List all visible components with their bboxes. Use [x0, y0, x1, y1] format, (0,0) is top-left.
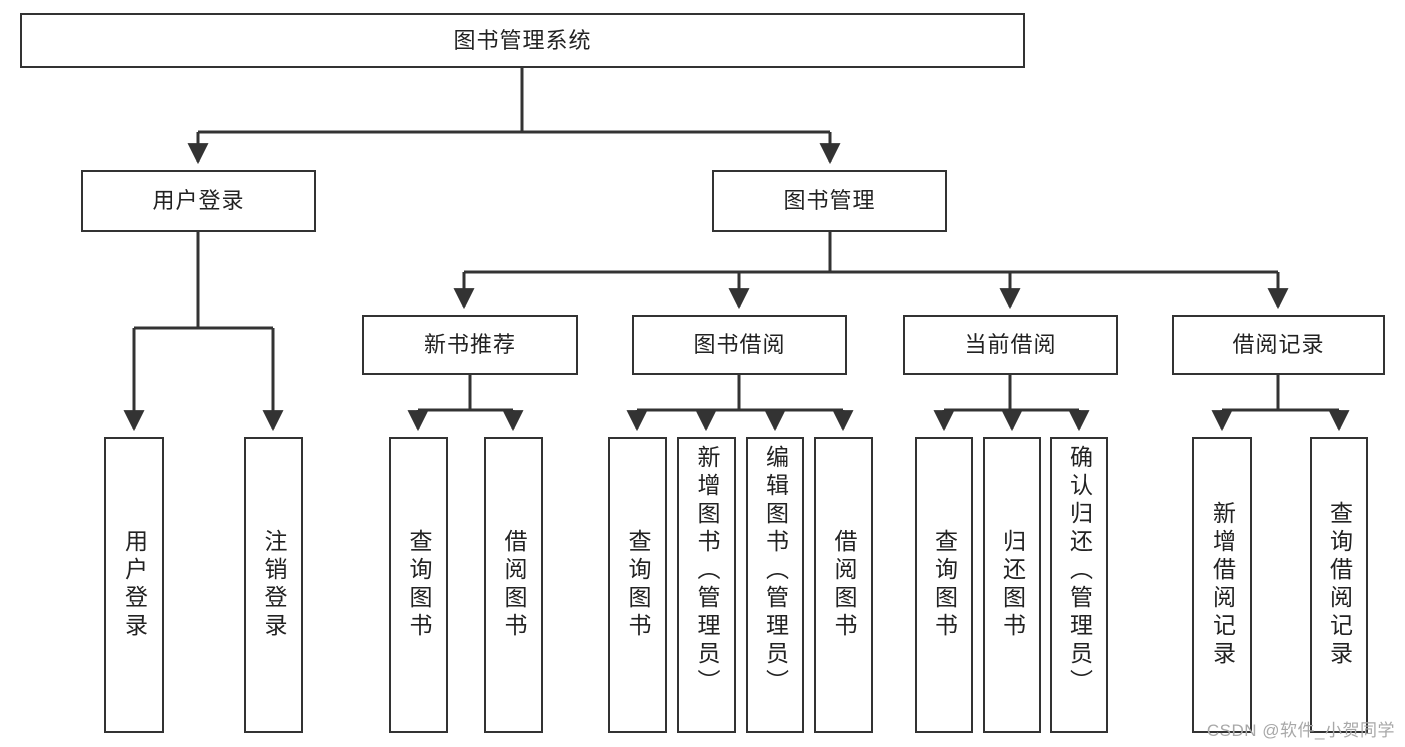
node-label: 查询图书: [406, 529, 432, 641]
node-label: 用户登录: [121, 529, 148, 641]
node-label: 编辑图书（管理员）: [762, 445, 789, 697]
node-leaf-return-book[interactable]: 归还图书: [983, 437, 1041, 733]
node-new-book-recommend[interactable]: 新书推荐: [362, 315, 578, 375]
node-book-management[interactable]: 图书管理: [712, 170, 947, 232]
node-leaf-logout[interactable]: 注销登录: [244, 437, 303, 733]
node-leaf-query-book-3[interactable]: 查询图书: [915, 437, 973, 733]
node-leaf-borrow-book-1[interactable]: 借阅图书: [484, 437, 543, 733]
node-borrow-record[interactable]: 借阅记录: [1172, 315, 1385, 375]
node-book-management-system[interactable]: 图书管理系统: [20, 13, 1025, 68]
node-label: 新书推荐: [423, 332, 516, 358]
node-leaf-confirm-return-admin[interactable]: 确认归还（管理员）: [1050, 437, 1108, 733]
node-label: 归还图书: [999, 529, 1026, 641]
node-label: 确认归还（管理员）: [1066, 445, 1093, 697]
node-label: 新增图书（管理员）: [694, 445, 720, 697]
node-label: 图书借阅: [693, 332, 786, 358]
node-leaf-query-book-1[interactable]: 查询图书: [389, 437, 448, 733]
node-label: 注销登录: [261, 529, 287, 641]
watermark: CSDN @软件_小贺同学: [1206, 721, 1395, 740]
node-label: 查询图书: [625, 529, 651, 641]
node-label: 图书管理系统: [453, 27, 592, 53]
node-leaf-add-book-admin[interactable]: 新增图书（管理员）: [677, 437, 736, 733]
node-label: 查询图书: [931, 529, 958, 641]
node-label: 借阅图书: [831, 529, 857, 641]
node-leaf-user-login[interactable]: 用户登录: [104, 437, 164, 733]
node-leaf-edit-book-admin[interactable]: 编辑图书（管理员）: [746, 437, 804, 733]
node-label: 查询借阅记录: [1326, 501, 1353, 669]
node-current-borrow[interactable]: 当前借阅: [903, 315, 1118, 375]
node-leaf-query-book-2[interactable]: 查询图书: [608, 437, 667, 733]
node-label: 用户登录: [152, 188, 245, 214]
node-user-login[interactable]: 用户登录: [81, 170, 316, 232]
node-label: 当前借阅: [964, 332, 1057, 358]
node-label: 新增借阅记录: [1209, 501, 1236, 669]
node-label: 借阅记录: [1232, 332, 1325, 358]
node-leaf-borrow-book-2[interactable]: 借阅图书: [814, 437, 873, 733]
node-book-borrow[interactable]: 图书借阅: [632, 315, 847, 375]
node-leaf-query-borrow-record[interactable]: 查询借阅记录: [1310, 437, 1368, 733]
node-label: 图书管理: [783, 188, 876, 214]
node-leaf-add-borrow-record[interactable]: 新增借阅记录: [1192, 437, 1252, 733]
node-label: 借阅图书: [501, 529, 527, 641]
